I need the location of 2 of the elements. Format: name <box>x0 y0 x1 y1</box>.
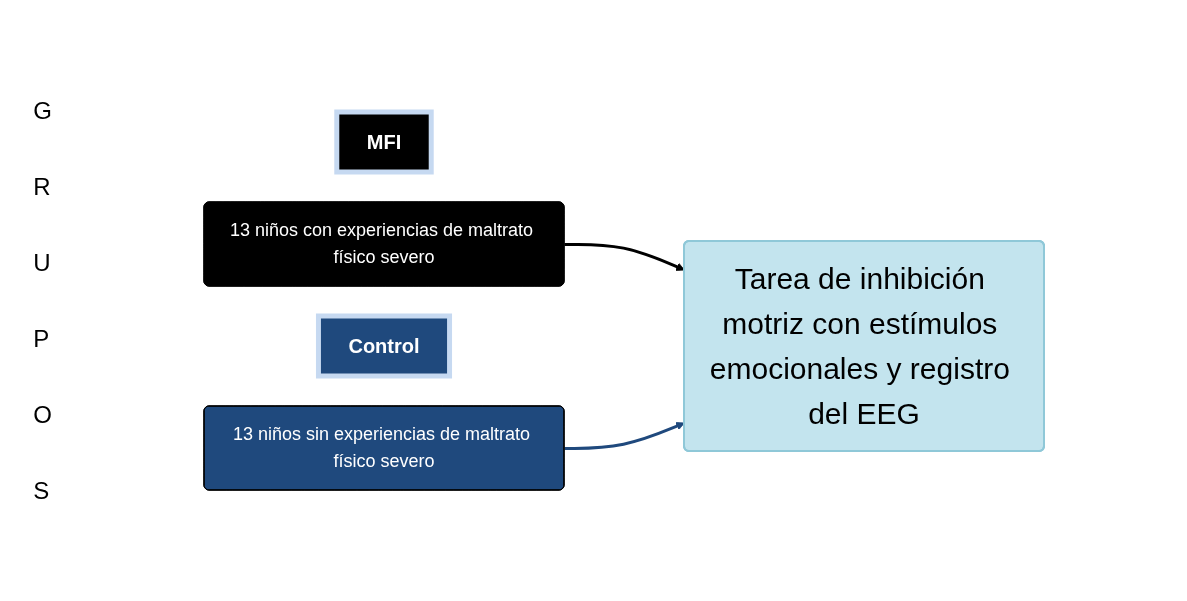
node-box: Control <box>315 313 452 378</box>
node-box: MFI <box>333 109 434 174</box>
